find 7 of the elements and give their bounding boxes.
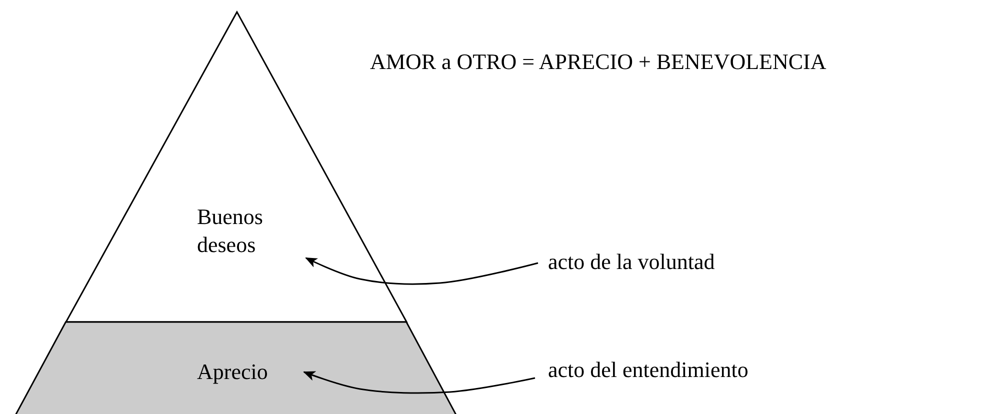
arrow <box>305 257 538 285</box>
annotation-text: acto del entendimiento <box>548 356 748 384</box>
equation-text: AMOR a OTRO = APRECIO + BENEVOLENCIA <box>370 48 826 76</box>
section-label: Aprecio <box>196 358 268 386</box>
annotation-text: acto de la voluntad <box>548 248 715 276</box>
arrow <box>303 371 536 394</box>
section-label: Buenos deseos <box>196 203 264 259</box>
